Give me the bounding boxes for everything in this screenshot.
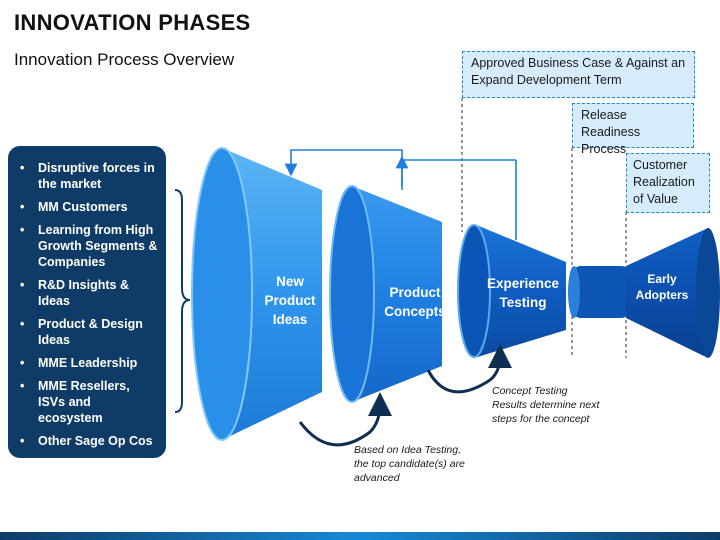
bottom-bar	[0, 532, 720, 540]
callout-business-case: Approved Business Case & Against an Expa…	[462, 51, 695, 98]
stage-label-early-adopters: Early Adopters	[635, 272, 689, 302]
bullet-icon: •	[20, 379, 25, 393]
connector-tube-end	[568, 266, 580, 318]
callout-business-case-text: Approved Business Case & Against an Expa…	[471, 56, 686, 87]
input-item-label: Other Sage Op Cos	[38, 434, 153, 448]
input-item-label: MME Leadership	[38, 356, 138, 370]
bullet-icon: •	[20, 356, 25, 370]
page-title: INNOVATION PHASES	[14, 10, 251, 35]
callout-customer-realization-text: Customer Realization of Value	[633, 158, 695, 206]
bullet-icon: •	[20, 223, 25, 237]
funnel-stage-3-mouth	[458, 225, 490, 357]
input-item-label: R&D Insights & Ideas	[38, 278, 129, 308]
note-idea-testing: Based on Idea Testing, the top candidate…	[354, 444, 465, 484]
input-item: • Other Sage Op Cos	[18, 433, 158, 449]
input-item-label: Learning from High Growth Segments & Com…	[38, 223, 158, 269]
advance-arrow-2	[426, 344, 512, 394]
inputs-list: • Disruptive forces in the market • MM Cus…	[18, 160, 158, 449]
funnel-stage-4-mouth	[696, 228, 720, 358]
funnel-stage-1-rim	[191, 147, 253, 441]
input-item: • Product & Design Ideas	[18, 316, 158, 348]
funnel-stage-2-rim	[329, 185, 375, 403]
stage-label-new-product-ideas: New Product Ideas	[264, 274, 316, 327]
input-item: • Disruptive forces in the market	[18, 160, 158, 192]
callout-customer-realization: Customer Realization of Value	[626, 153, 710, 213]
funnel-stage-2	[352, 186, 442, 402]
input-item-label: Product & Design Ideas	[38, 317, 143, 347]
inputs-panel: • Disruptive forces in the market • MM Cus…	[8, 146, 166, 458]
bullet-icon: •	[20, 434, 25, 448]
funnel-stage-4	[626, 228, 708, 358]
bullet-icon: •	[20, 200, 25, 214]
input-item-label: Disruptive forces in the market	[38, 161, 155, 191]
funnel-stage-3	[474, 224, 566, 358]
brace	[174, 189, 191, 413]
input-item-label: MME Resellers, ISVs and ecosystem	[38, 379, 130, 425]
advance-arrow-1	[298, 392, 392, 447]
input-item: • MME Resellers, ISVs and ecosystem	[18, 378, 158, 426]
funnel-stage-1-mouth	[192, 148, 252, 440]
input-item: • MM Customers	[18, 199, 158, 215]
stage-label-experience-testing: Experience Testing	[486, 276, 560, 310]
funnel-stage-3-rim	[457, 224, 491, 358]
input-item: • Learning from High Growth Segments & Co…	[18, 222, 158, 270]
connector-tube	[572, 266, 630, 318]
input-item: • R&D Insights & Ideas	[18, 277, 158, 309]
input-item-label: MM Customers	[38, 200, 128, 214]
stage-label-product-concepts: Product Concepts	[384, 285, 446, 319]
callout-release-readiness: Release Readiness Process	[572, 103, 694, 156]
funnel-stage-2-mouth	[330, 186, 374, 402]
bullet-icon: •	[20, 278, 25, 292]
page-subtitle: Innovation Process Overview	[14, 50, 235, 69]
callout-release-readiness-text: Release Readiness Process	[581, 108, 641, 156]
note-concept-testing: Concept Testing Results determine next s…	[492, 385, 600, 425]
bullet-icon: •	[20, 317, 25, 331]
bullet-icon: •	[20, 161, 25, 175]
input-item: • MME Leadership	[18, 355, 158, 371]
